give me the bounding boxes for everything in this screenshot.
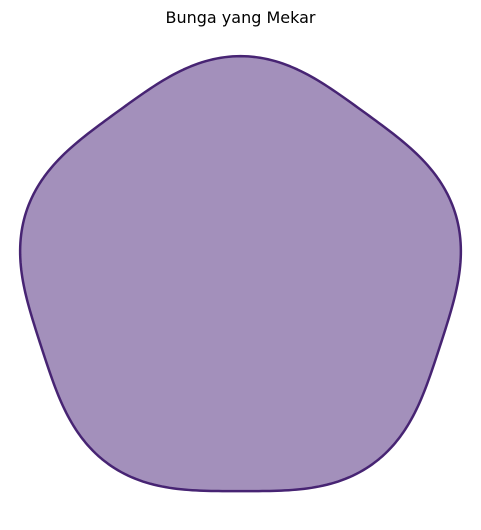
flower-blob-shape [18, 54, 463, 493]
figure-title: Bunga yang Mekar [165, 8, 316, 27]
